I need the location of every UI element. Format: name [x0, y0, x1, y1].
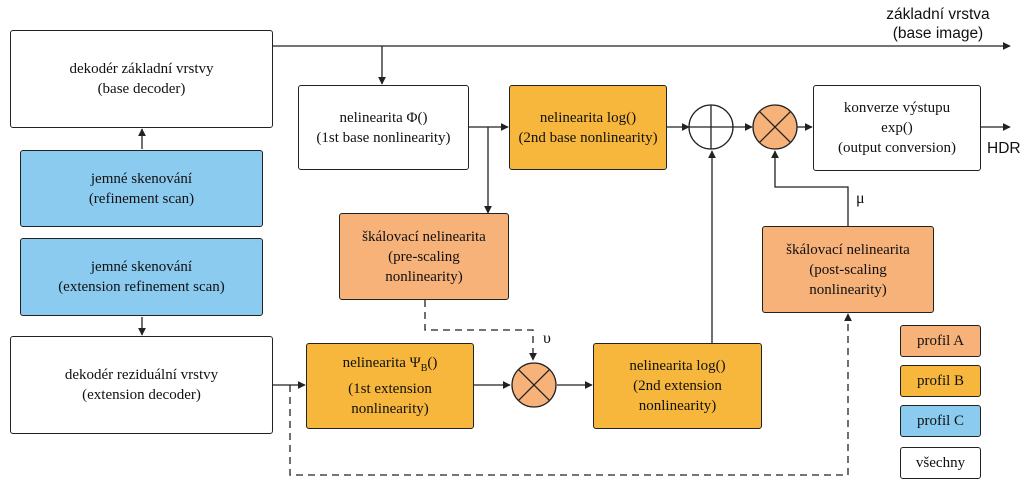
legend-all: všechny — [900, 447, 981, 479]
ext-refinement-scan-label: jemné skenování — [90, 259, 193, 275]
ext-refinement-scan-block: jemné skenování (extension refinement sc… — [20, 238, 263, 316]
extension-decoder-sublabel: (extension decoder) — [82, 387, 201, 403]
base-nonlinearity-1-label: nelinearita Φ() — [339, 109, 428, 126]
legend-profile-c: profil C — [900, 405, 981, 437]
connector-postscaling-to-multiplier — [771, 150, 849, 226]
ext-refinement-scan-sublabel: (extension refinement scan) — [58, 279, 225, 295]
mu-label: μ — [856, 190, 865, 207]
psi-subscript: B — [420, 363, 428, 374]
base-image-label-line1: základní vrstva — [886, 6, 990, 23]
base-nonlinearity-2-block: nelinearita log() (2nd base nonlinearity… — [509, 85, 667, 170]
upsilon-label: υ — [543, 330, 551, 347]
output-conversion-label: konverze výstupu — [843, 100, 951, 116]
legend-profile-a-label: profil A — [916, 333, 965, 349]
base-decoder-sublabel: (base decoder) — [97, 81, 186, 97]
extension-nonlinearity-2-sublabel-2: nonlinearity) — [638, 398, 717, 414]
extension-nonlinearity-2-label: nelinearita log() — [629, 358, 726, 374]
multiplier-node — [752, 104, 798, 150]
prescaling-block: škálovací nelinearita (pre-scaling nonli… — [339, 213, 509, 300]
refinement-scan-label: jemné skenování — [90, 170, 193, 187]
legend-profile-b: profil B — [900, 365, 981, 397]
extension-nonlinearity-1-sublabel-2: nonlinearity) — [351, 401, 429, 417]
base-decoder-label: dekodér základní vrstvy — [69, 61, 214, 77]
extension-nonlinearity-2-sublabel-1: (2nd extension — [633, 378, 722, 394]
prescaling-sublabel-2: nonlinearity) — [385, 268, 463, 285]
legend-all-label: všechny — [915, 455, 966, 471]
base-decoder-block: dekodér základní vrstvy (base decoder) — [10, 30, 273, 128]
base-image-label: základní vrstva (base image) — [878, 5, 998, 43]
extension-multiplier-node — [511, 362, 557, 408]
base-image-label-line2: (base image) — [892, 25, 984, 42]
legend-profile-c-label: profil C — [916, 413, 965, 429]
extension-decoder-label: dekodér reziduální vrstvy — [64, 367, 219, 383]
base-nonlinearity-1-block: nelinearita Φ() (1st base nonlinearity) — [298, 85, 469, 170]
postscaling-block: škálovací nelinearita (post-scaling nonl… — [762, 226, 934, 313]
extension-nonlinearity-2-block: nelinearita log() (2nd extension nonline… — [593, 343, 762, 429]
hdr-label: HDR — [987, 140, 1021, 157]
postscaling-label: škálovací nelinearita — [786, 241, 910, 258]
extension-nonlinearity-1-block: nelinearita ΨB() (1st extension nonlinea… — [306, 343, 474, 429]
legend-profile-a: profil A — [900, 325, 981, 357]
output-conversion-block: konverze výstupu exp() (output conversio… — [813, 85, 981, 171]
prescaling-sublabel-1: (pre-scaling — [388, 248, 460, 265]
refinement-scan-block: jemné skenování (refinement scan) — [20, 150, 263, 227]
adder-node — [688, 104, 734, 150]
output-conversion-function: exp() — [881, 120, 913, 136]
base-nonlinearity-2-sublabel: (2nd base nonlinearity) — [518, 129, 658, 146]
legend-profile-b-label: profil B — [916, 373, 965, 389]
prescaling-label: škálovací nelinearita — [362, 228, 486, 245]
psi-symbol: nelinearita Ψ — [342, 355, 421, 371]
postscaling-sublabel-1: (post-scaling — [809, 261, 887, 278]
extension-nonlinearity-1-sublabel-1: (1st extension — [348, 381, 432, 397]
refinement-scan-sublabel: (refinement scan) — [88, 190, 195, 207]
postscaling-sublabel-2: nonlinearity) — [809, 281, 887, 298]
dashed-prescaling-to-multiplier2 — [424, 300, 537, 361]
base-nonlinearity-2-label: nelinearita log() — [539, 109, 637, 126]
extension-nonlinearity-1-label: nelinearita ΨB() — [343, 353, 438, 379]
output-conversion-sublabel: (output conversion) — [838, 140, 956, 156]
psi-parens: () — [427, 355, 438, 371]
extension-decoder-block: dekodér reziduální vrstvy (extension dec… — [10, 336, 273, 434]
base-nonlinearity-1-sublabel: (1st base nonlinearity) — [316, 129, 451, 146]
